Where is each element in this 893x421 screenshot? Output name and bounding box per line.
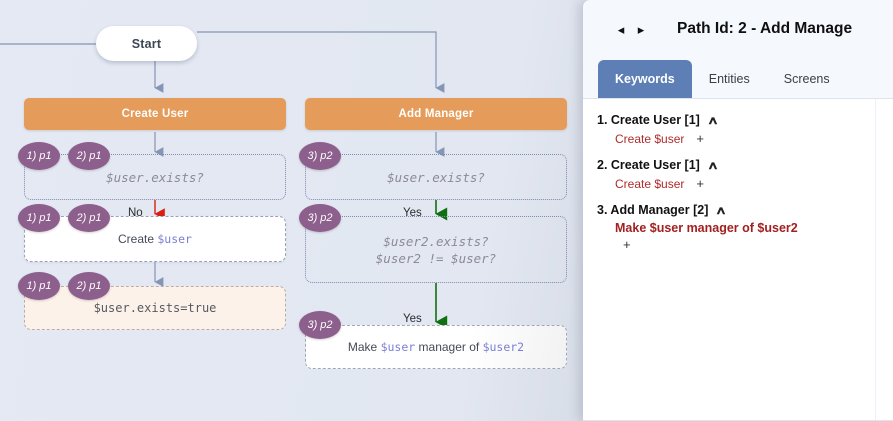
group-header-create-user[interactable]: Create User — [24, 98, 286, 130]
page-title: Path Id: 2 - Add Manage — [677, 20, 853, 37]
path-badge[interactable]: 1) p1 — [18, 142, 60, 170]
edge-label-yes: Yes — [403, 313, 422, 325]
path-badge-label: 3) p2 — [307, 212, 333, 224]
path-badge[interactable]: 2) p1 — [68, 204, 110, 232]
path-badge-label: 2) p1 — [76, 212, 102, 224]
group-header-label: Create User — [121, 108, 189, 120]
keyword-group: 1. Create User [1] ∧ Create $user + — [583, 113, 893, 146]
list-item[interactable]: Create $user + — [597, 176, 893, 191]
keyword-group-header[interactable]: 1. Create User [1] ∧ — [597, 113, 893, 127]
keyword-label: Create $user — [615, 176, 685, 191]
path-badge-label: 1) p1 — [26, 150, 52, 162]
chevron-up-icon[interactable]: ∧ — [715, 204, 728, 217]
path-badge[interactable]: 3) p2 — [299, 311, 341, 339]
condition-expression: $user2.exists? — [383, 233, 489, 249]
panel-header: ◂ ▸ Path Id: 2 - Add Manage — [583, 0, 893, 58]
keyword-group-header[interactable]: 3. Add Manager [2] ∧ — [597, 203, 893, 217]
path-badge-label: 3) p2 — [307, 150, 333, 162]
path-badge-label: 1) p1 — [26, 212, 52, 224]
list-item[interactable]: Create $user + — [597, 131, 893, 146]
tab-label: Screens — [783, 72, 830, 86]
condition-expression: $user.exists? — [106, 169, 204, 185]
state-node-user-exists-true[interactable]: $user.exists=true — [24, 286, 286, 330]
tab-screens[interactable]: Screens — [767, 60, 847, 98]
action-text: Create $user — [118, 232, 192, 246]
path-badge[interactable]: 2) p1 — [68, 272, 110, 300]
plus-icon[interactable]: + — [623, 237, 631, 252]
plus-icon[interactable]: + — [696, 176, 704, 191]
path-badge-label: 2) p1 — [76, 150, 102, 162]
path-badge[interactable]: 3) p2 — [299, 204, 341, 232]
path-badge-label: 3) p2 — [307, 319, 333, 331]
keyword-group-header[interactable]: 2. Create User [1] ∧ — [597, 158, 893, 172]
variable-token: $user2 — [482, 340, 525, 354]
state-text: $user.exists=true — [93, 301, 217, 315]
path-badge-label: 1) p1 — [26, 280, 52, 292]
action-node-make-manager[interactable]: Make $user manager of $user2 — [305, 325, 567, 369]
keyword-label: Create $user — [615, 131, 685, 146]
condition-node-user2-checks[interactable]: $user2.exists? $user2 != $user? — [305, 216, 567, 283]
start-node[interactable]: Start — [96, 26, 197, 61]
variable-token: $user — [157, 232, 192, 246]
path-badge[interactable]: 1) p1 — [18, 272, 60, 300]
condition-expression: $user2 != $user? — [375, 250, 497, 266]
action-text: Make $user manager of $user2 — [347, 340, 525, 354]
action-node-create-user[interactable]: Create $user — [24, 216, 286, 262]
plus-icon[interactable]: + — [696, 131, 704, 146]
chevron-up-icon[interactable]: ∧ — [707, 159, 719, 172]
tab-label: Entities — [708, 72, 750, 86]
keyword-group: 2. Create User [1] ∧ Create $user + — [583, 158, 893, 191]
edge-label-yes: Yes — [403, 207, 422, 219]
condition-expression: $user.exists? — [387, 169, 485, 185]
keyword-group-title: 2. Create User [1] — [597, 158, 700, 172]
path-badge[interactable]: 1) p1 — [18, 204, 60, 232]
keywords-list: 1. Create User [1] ∧ Create $user + 2. C… — [583, 98, 893, 421]
tab-entities[interactable]: Entities — [692, 60, 767, 98]
group-header-add-manager[interactable]: Add Manager — [305, 98, 567, 130]
condition-node-user-exists-right[interactable]: $user.exists? — [305, 154, 567, 200]
keyword-group-title: 3. Add Manager [2] — [597, 203, 709, 217]
list-item[interactable]: Make $user manager of $user2 — [597, 221, 893, 235]
chevron-up-icon[interactable]: ∧ — [707, 114, 719, 127]
start-node-label: Start — [131, 36, 162, 51]
tab-label: Keywords — [615, 72, 675, 86]
path-badge[interactable]: 3) p2 — [299, 142, 341, 170]
details-panel: ◂ ▸ Path Id: 2 - Add Manage Keywords Ent… — [583, 0, 893, 421]
edge-label-no: No — [128, 207, 143, 219]
tab-keywords[interactable]: Keywords — [598, 60, 692, 98]
variable-token: $user — [380, 340, 416, 354]
group-header-label: Add Manager — [398, 108, 474, 120]
triangle-left-icon[interactable]: ◂ — [617, 21, 625, 37]
tab-bar: Keywords Entities Screens — [583, 58, 893, 98]
path-badge-label: 2) p1 — [76, 280, 102, 292]
keyword-group-title: 1. Create User [1] — [597, 113, 700, 127]
condition-node-user-exists-left[interactable]: $user.exists? — [24, 154, 286, 200]
triangle-right-icon[interactable]: ▸ — [637, 21, 645, 37]
path-badge[interactable]: 2) p1 — [68, 142, 110, 170]
keyword-label: Make $user manager of $user2 — [615, 221, 798, 235]
keyword-group: 3. Add Manager [2] ∧ Make $user manager … — [583, 203, 893, 252]
